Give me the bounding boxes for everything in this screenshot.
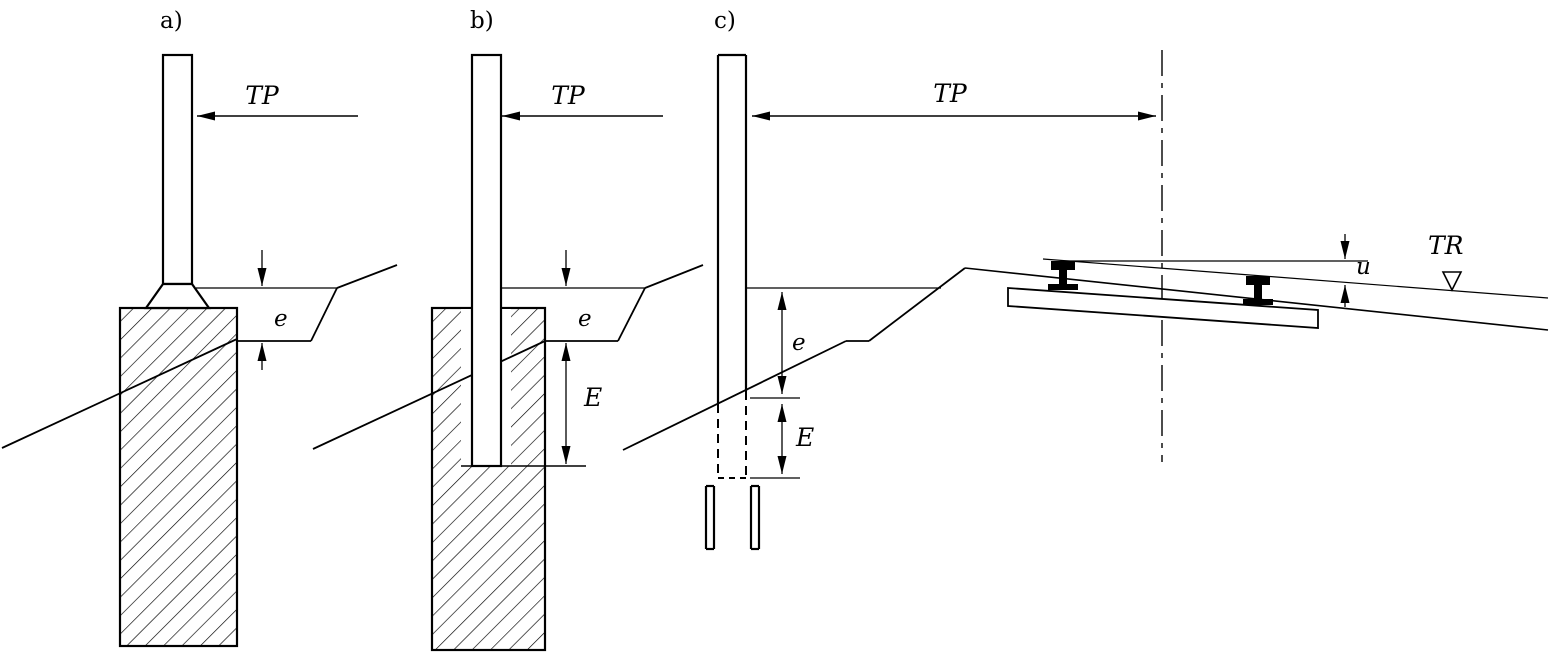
mast-pole-a [161,53,194,286]
pole-base-flange-a [143,282,212,310]
e-label-b: e [578,306,592,332]
rail-right-foot [1243,299,1273,305]
tr-label: TR [1428,231,1464,260]
level-marker-triangle [1441,271,1463,292]
grade-rise-line-b [644,264,704,289]
rail-right [1243,276,1273,305]
foundation-block-a [118,306,239,648]
panel-c: c) TP [622,8,1163,551]
grade-rise-line-a [336,264,398,289]
panel-b: b) TP e E [312,8,704,652]
u-label: u [1356,254,1371,280]
rail-left [1048,261,1078,290]
socket-sleeve-c [704,484,761,551]
backfill-slope-line-a [310,287,338,342]
e-label-c: e [792,330,806,356]
ground-slope-line-a [1,338,238,449]
tp-label-a: TP [245,81,280,110]
rail-left-foot [1048,284,1078,290]
rail-right-web [1254,285,1262,299]
e-label-a: e [274,306,288,332]
embedment-label-c: E [795,423,814,452]
backfill-slope-line-c [868,267,966,342]
ground-slope-line-c [622,340,847,451]
sleeper-ballast-section [1007,287,1319,329]
panel-b-label: b) [470,8,494,34]
panel-c-label: c) [714,8,736,34]
tp-label-c: TP [933,79,968,108]
rail-right-head [1246,276,1270,285]
embedment-label-b: E [583,383,602,412]
mast-pole-b [470,53,503,468]
panel-a: a) TP e [1,8,398,648]
tp-label-b: TP [551,81,586,110]
backfill-slope-line-b [617,287,646,342]
rail-left-web [1059,270,1067,284]
rail-top-plane-line [1042,258,1549,299]
track-section: u TR [964,231,1549,331]
rail-left-head [1051,261,1075,270]
ground-slope-line-b [312,340,546,450]
panel-a-label: a) [160,8,183,34]
